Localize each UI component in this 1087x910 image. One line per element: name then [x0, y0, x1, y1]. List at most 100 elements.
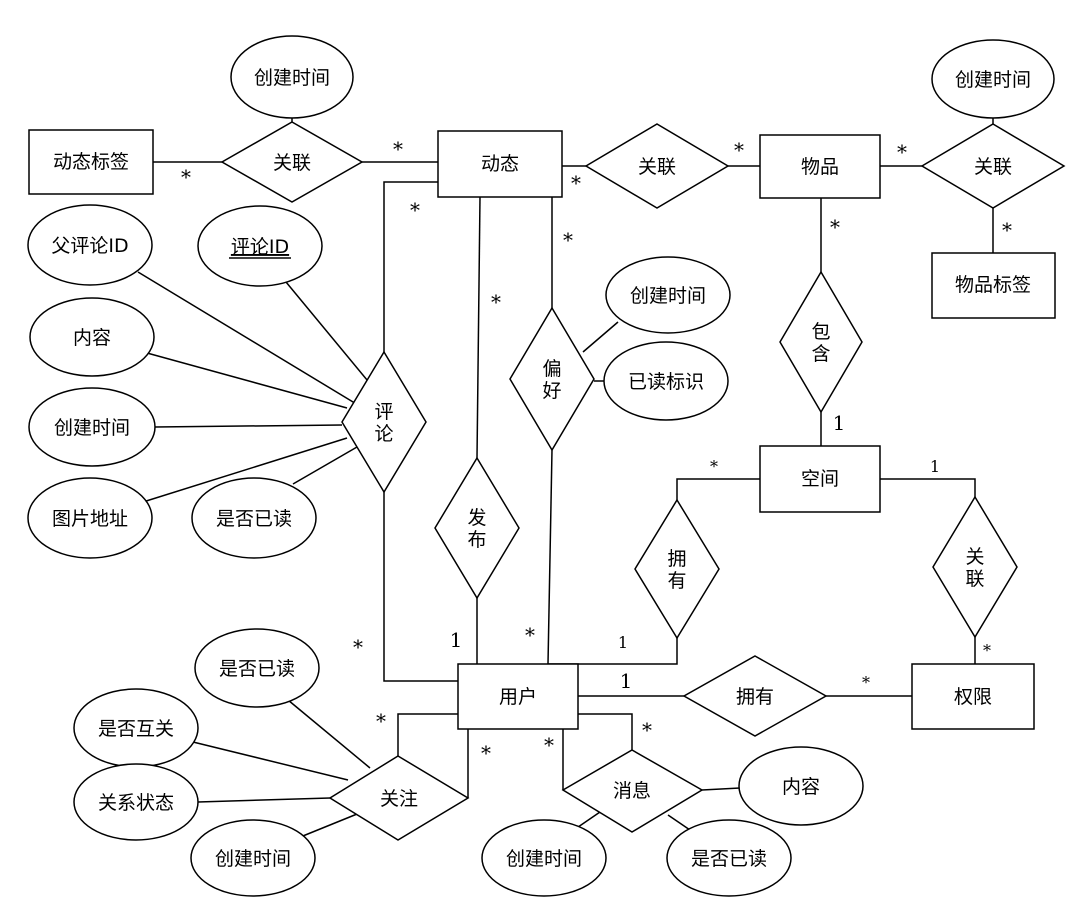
- attribute-label-primary-key: 评论ID: [231, 236, 289, 258]
- attribute-message-create-time: 创建时间: [481, 819, 607, 897]
- cardinality-many: *: [1002, 218, 1012, 242]
- relationship-label: 包含: [811, 321, 830, 365]
- cardinality-one: 1: [618, 633, 628, 652]
- attribute-label: 创建时间: [630, 285, 706, 307]
- entity-label: 物品标签: [955, 274, 1031, 296]
- attribute-image-url: 图片地址: [27, 477, 153, 559]
- entity-user: 用户: [457, 663, 579, 730]
- cardinality-many: *: [481, 741, 491, 765]
- cardinality-one: 1: [833, 411, 846, 435]
- attribute-comment-id: 评论ID: [197, 205, 323, 287]
- entity-dynamic-tag: 动态标签: [28, 129, 154, 195]
- entity-item: 物品: [759, 134, 881, 199]
- cardinality-many: *: [983, 641, 991, 660]
- relationship-label: 消息: [613, 780, 651, 802]
- relationship-label: 偏好: [542, 358, 561, 402]
- attribute-label: 是否互关: [98, 718, 174, 740]
- entity-label: 动态: [481, 153, 519, 175]
- relationship-label: 发布: [467, 507, 486, 551]
- entity-label: 空间: [801, 468, 839, 490]
- attribute-preference-create-time: 创建时间: [605, 256, 731, 334]
- attribute-comment-content: 内容: [29, 297, 155, 377]
- entity-label: 权限: [954, 686, 992, 708]
- cardinality-one: 1: [450, 628, 463, 652]
- relationship-own-space: 拥有: [634, 498, 720, 640]
- attribute-label: 创建时间: [215, 848, 291, 870]
- relationship-follow: 关注: [328, 755, 470, 841]
- cardinality-labels: * * * * * * * 1 * * * * 1 * * 1 1 * 1 * …: [181, 137, 1012, 765]
- attribute-item-tag-create-time: 创建时间: [931, 39, 1055, 119]
- attribute-message-content: 内容: [738, 746, 864, 826]
- attribute-label: 是否已读: [216, 508, 292, 530]
- relationship-own-permission: 拥有: [682, 655, 828, 737]
- cardinality-one: 1: [930, 457, 940, 476]
- relationship-label: 拥有: [736, 686, 774, 708]
- relationship-label: 关注: [380, 788, 418, 810]
- cardinality-many: *: [862, 673, 870, 692]
- attribute-label: 内容: [782, 776, 820, 798]
- entity-label: 动态标签: [53, 151, 129, 173]
- attribute-label: 创建时间: [54, 417, 130, 439]
- connector-lines: [137, 118, 994, 841]
- entity-label: 用户: [499, 686, 537, 708]
- attribute-tag-create-time: 创建时间: [230, 35, 354, 119]
- entity-label: 物品: [801, 156, 839, 178]
- attribute-comment-is-read: 是否已读: [191, 477, 317, 559]
- cardinality-many: *: [393, 137, 403, 161]
- attribute-follow-is-read: 是否已读: [194, 628, 320, 708]
- relationship-label: 关联: [974, 156, 1012, 178]
- attribute-is-mutual: 是否互关: [73, 688, 199, 768]
- cardinality-one: 1: [620, 669, 633, 693]
- attribute-label: 内容: [73, 327, 111, 349]
- relationship-label: 评论: [374, 401, 393, 445]
- relationship-label: 关联: [965, 546, 984, 590]
- attribute-follow-create-time: 创建时间: [190, 819, 316, 897]
- attribute-label: 创建时间: [506, 848, 582, 870]
- cardinality-many: *: [376, 709, 386, 733]
- cardinality-many: *: [571, 171, 581, 195]
- cardinality-many: *: [353, 635, 363, 659]
- entity-item-tag: 物品标签: [931, 252, 1056, 319]
- cardinality-many: *: [525, 623, 535, 647]
- attribute-relation-status: 关系状态: [73, 763, 199, 841]
- attribute-label: 是否已读: [219, 658, 295, 680]
- attribute-label: 是否已读: [691, 848, 767, 870]
- entity-space: 空间: [759, 445, 881, 513]
- cardinality-many: *: [734, 138, 744, 162]
- relationship-message: 消息: [561, 749, 704, 833]
- relationship-item-tag: 关联: [920, 123, 1066, 209]
- relationship-preference: 偏好: [509, 306, 595, 452]
- entity-dynamic: 动态: [437, 130, 563, 198]
- attribute-read-flag: 已读标识: [603, 341, 729, 421]
- relationship-label: 拥有: [667, 548, 686, 592]
- attribute-message-is-read: 是否已读: [666, 819, 792, 897]
- relationship-contain: 包含: [779, 270, 863, 414]
- cardinality-many: *: [544, 733, 554, 757]
- attribute-label: 关系状态: [98, 792, 174, 814]
- attribute-label: 已读标识: [628, 371, 704, 393]
- relationship-dynamic-item: 关联: [584, 123, 730, 209]
- relationship-publish: 发布: [434, 456, 520, 600]
- cardinality-many: *: [491, 290, 501, 314]
- relationship-comment: 评论: [341, 350, 427, 494]
- attribute-label: 图片地址: [52, 508, 128, 530]
- cardinality-many: *: [563, 228, 573, 252]
- relationship-label: 关联: [638, 156, 676, 178]
- cardinality-many: *: [410, 198, 420, 222]
- attribute-parent-comment-id: 父评论ID: [27, 204, 153, 286]
- entity-permission: 权限: [911, 663, 1035, 730]
- cardinality-many: *: [897, 140, 907, 164]
- cardinality-many: *: [830, 215, 840, 239]
- attribute-label: 父评论ID: [51, 235, 128, 257]
- attribute-label: 创建时间: [955, 69, 1031, 91]
- attribute-label: 创建时间: [254, 67, 330, 89]
- relationship-space-permission: 关联: [932, 495, 1018, 639]
- cardinality-many: *: [181, 165, 191, 189]
- relationship-tag-dynamic: 关联: [220, 121, 364, 203]
- relationship-label: 关联: [273, 152, 311, 174]
- attribute-comment-create-time: 创建时间: [28, 387, 156, 467]
- cardinality-many: *: [710, 457, 718, 476]
- cardinality-many: *: [642, 718, 652, 742]
